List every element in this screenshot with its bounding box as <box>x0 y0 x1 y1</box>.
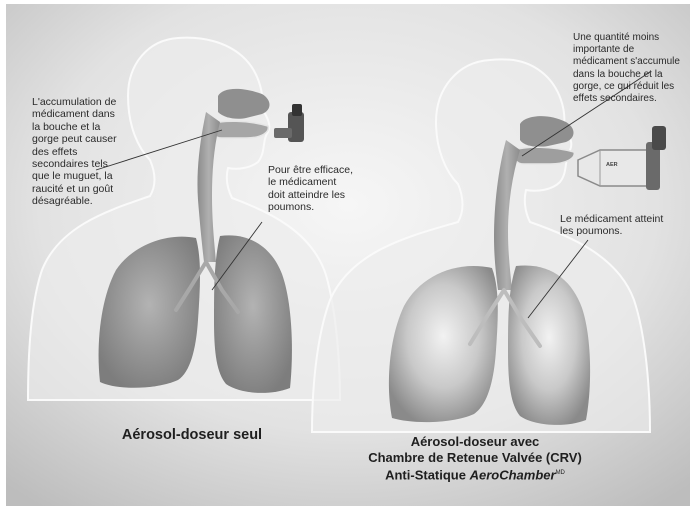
right-mouth-note: Une quantité moins importante de médicam… <box>573 32 691 105</box>
left-mouth-deposit <box>211 121 268 138</box>
spacer-device-label: AER <box>606 162 618 168</box>
right-lung-note: Le médicament atteint les poumons. <box>560 213 676 238</box>
left-mouth-note: L'accumulation de médicament dans la bou… <box>32 96 144 208</box>
right-caption-prefix: Anti-Statique <box>385 467 470 482</box>
right-caption-line-2: Chambre de Retenue Valvée (CRV) <box>330 450 620 465</box>
trademark-mark: MD <box>556 470 565 476</box>
left-caption: Aérosol-doseur seul <box>82 427 302 443</box>
right-caption-line-3: Anti-Statique AeroChamberMD <box>330 466 620 482</box>
right-caption-line-1: Aérosol-doseur avec <box>330 434 620 449</box>
aerochamber-brand: AeroChamber <box>470 467 556 482</box>
left-lung-note: Pour être efficace, le médicament doit a… <box>268 164 378 214</box>
